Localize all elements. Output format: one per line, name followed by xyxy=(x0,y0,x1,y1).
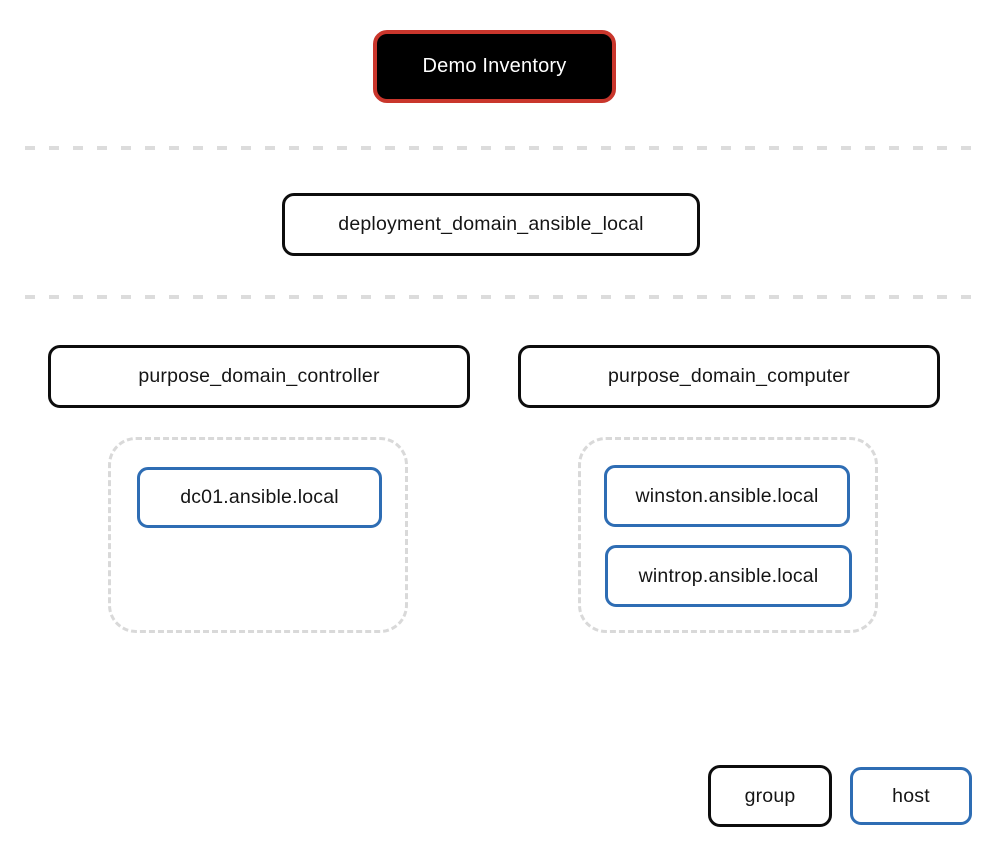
host-node-wintrop: wintrop.ansible.local xyxy=(605,545,852,607)
purpose-group-controller-node: purpose_domain_controller xyxy=(48,345,470,408)
purpose-group-controller-label: purpose_domain_controller xyxy=(138,365,380,387)
legend-host-label: host xyxy=(892,784,930,807)
purpose-group-computer-node: purpose_domain_computer xyxy=(518,345,940,408)
host-label-dc01: dc01.ansible.local xyxy=(180,486,339,508)
deployment-group-label: deployment_domain_ansible_local xyxy=(338,213,644,235)
legend-host-swatch: host xyxy=(850,767,972,825)
inventory-root-node: Demo Inventory xyxy=(373,30,616,103)
deployment-group-node: deployment_domain_ansible_local xyxy=(282,193,700,256)
legend-group-label: group xyxy=(744,784,796,807)
host-label-winston: winston.ansible.local xyxy=(635,484,819,507)
level-divider-2 xyxy=(25,295,978,299)
host-node-dc01: dc01.ansible.local xyxy=(137,467,382,528)
level-divider-1 xyxy=(25,146,978,150)
legend-group-swatch: group xyxy=(708,765,832,827)
inventory-root-label: Demo Inventory xyxy=(422,55,567,77)
host-label-wintrop: wintrop.ansible.local xyxy=(638,564,819,587)
host-node-winston: winston.ansible.local xyxy=(604,465,850,527)
purpose-group-computer-label: purpose_domain_computer xyxy=(608,365,850,387)
